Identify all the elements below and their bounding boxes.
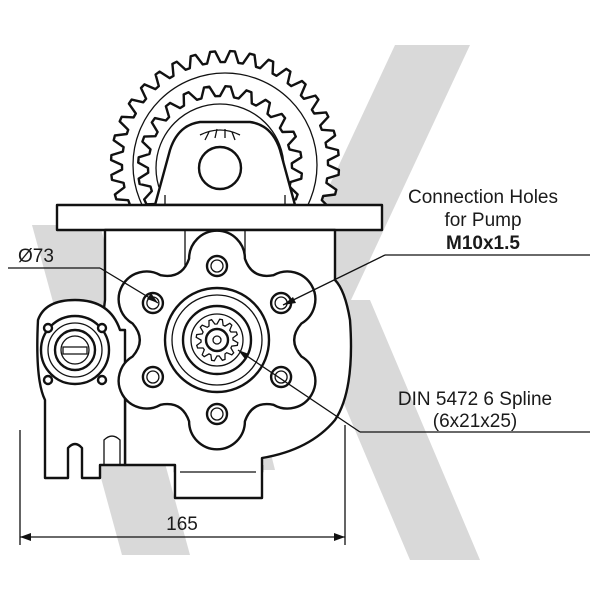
output-shaft — [163, 286, 271, 394]
connection-holes — [141, 254, 293, 426]
connection-holes-label-line2: for Pump — [444, 210, 521, 231]
thread-spec-label: M10x1.5 — [446, 233, 520, 254]
top-flange — [55, 203, 384, 232]
dimension-lines — [8, 254, 590, 545]
bolt-circle-dimension: Ø73 — [18, 246, 54, 267]
spline-label-line2: (6x21x25) — [433, 411, 518, 432]
side-port-housing — [36, 298, 127, 480]
bolt-hole-bore — [210, 407, 224, 421]
bolt-hole-bore — [274, 370, 288, 384]
bolt-hole — [205, 254, 229, 278]
bolt-hole-bore — [146, 370, 160, 384]
bolt-hole — [205, 402, 229, 426]
spline-label-line1: DIN 5472 6 Spline — [398, 389, 552, 410]
connection-holes-label-line1: Connection Holes — [408, 187, 558, 208]
gear-hub — [153, 120, 297, 207]
bolt-hole — [141, 365, 165, 389]
bolt-hole-bore — [210, 259, 224, 273]
callout-labels: Ø73 Connection Holes for Pump M10x1.5 DI… — [18, 187, 558, 535]
overall-width-dimension: 165 — [166, 514, 198, 535]
